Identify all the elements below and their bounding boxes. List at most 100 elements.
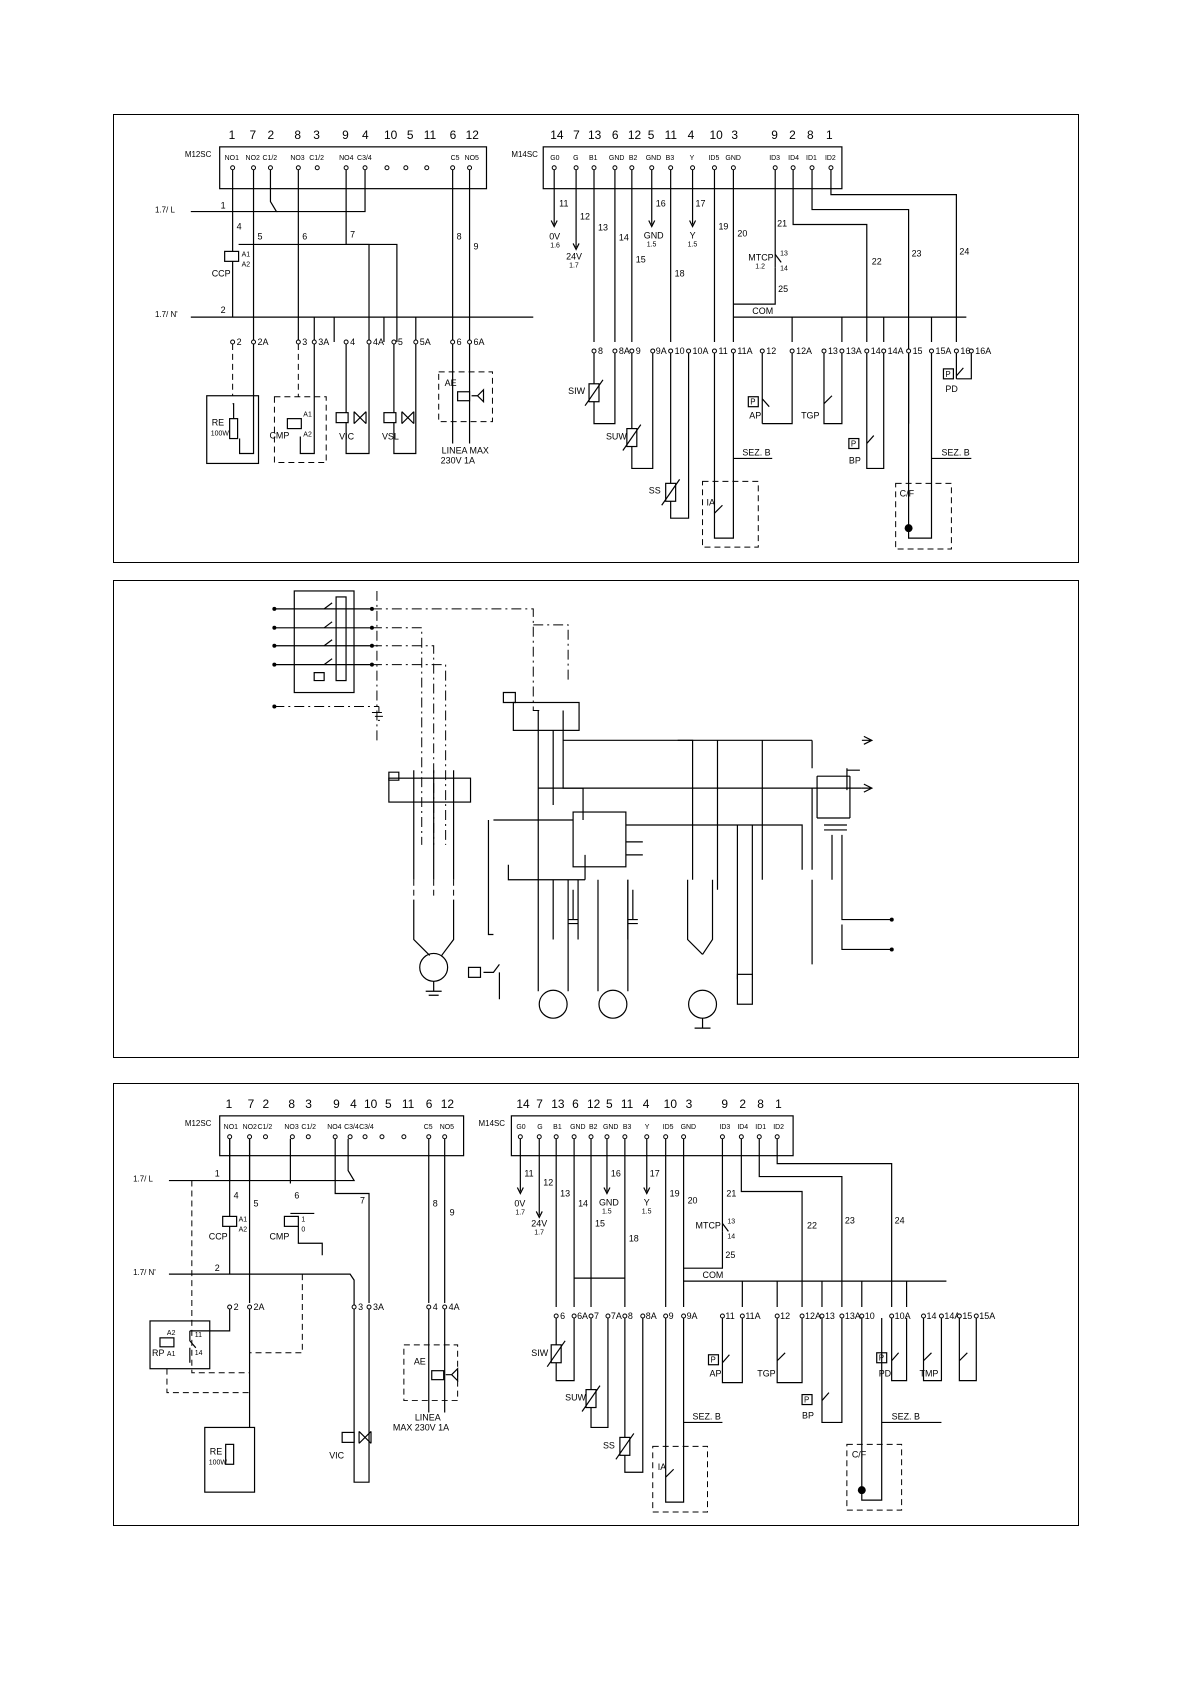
pin: NO2 (243, 1124, 257, 1131)
m14sc-num: 9 (721, 1097, 728, 1111)
term: 7A (611, 1311, 622, 1321)
re-b-label: RE (210, 1446, 222, 1456)
m14sc-num: 6 (612, 128, 619, 142)
term: 3 (302, 337, 307, 347)
sig-b-24v-ref: 1.7 (534, 1229, 544, 1236)
m12sc-num: 4 (362, 128, 369, 142)
m12sc-num: 8 (288, 1097, 295, 1111)
wire-label: 15 (636, 254, 646, 264)
re-b-heater-box (204, 1426, 256, 1493)
fan-controller (572, 811, 627, 868)
pin: Y (690, 155, 695, 162)
vic-b-coil (341, 1431, 355, 1443)
vsl-valve-icon (401, 411, 415, 425)
m12sc-num: 4 (350, 1097, 357, 1111)
wire-label: 18 (675, 268, 685, 278)
pin: ID3 (769, 155, 780, 162)
pin: B3 (623, 1124, 632, 1131)
wire-label: 13 (560, 1188, 570, 1198)
term: 13 (825, 1311, 835, 1321)
pin: G (537, 1124, 542, 1131)
m14sc-num: 2 (739, 1097, 746, 1111)
wire-label: 24 (895, 1215, 905, 1225)
tgp-b-label: TGP (757, 1369, 775, 1379)
pin: NO5 (465, 155, 479, 162)
pin: C1/2 (262, 155, 277, 162)
m14sc-num: 4 (688, 128, 695, 142)
wire-label: 23 (845, 1215, 855, 1225)
tmp-b-label: TMP (920, 1369, 939, 1379)
heater-icon (736, 973, 753, 1005)
ae-b-box (403, 1344, 459, 1402)
cmp-coil (286, 418, 302, 430)
pin: Y (645, 1124, 650, 1131)
pin: G (573, 155, 578, 162)
term: 2A (258, 337, 269, 347)
light-b-icon (857, 1486, 866, 1495)
pin: GND (609, 155, 624, 162)
wire-label: 6 (294, 1190, 299, 1200)
m14sc-pin-names: G0 G B1 GND B2 GND B3 Y ID5 GND ID3 ID4 … (550, 155, 836, 162)
ae-b-coil (431, 1370, 445, 1381)
ia-box (702, 480, 759, 548)
term: 16 (960, 346, 970, 356)
pin: ID1 (755, 1124, 766, 1131)
pin: C5 (424, 1124, 433, 1131)
sig-y: Y (690, 230, 696, 240)
m12sc-num: 2 (267, 128, 274, 142)
wire-label: 14 (578, 1198, 588, 1208)
suw-b-label: SUW (565, 1393, 586, 1403)
cmp-b-label: CMP (269, 1231, 289, 1241)
sig-0v: 0V (549, 231, 560, 241)
m14sc-b-module (510, 1115, 794, 1157)
term: 3 (358, 1302, 363, 1312)
m14sc-num: 14 (550, 128, 564, 142)
wire-label: 13 (598, 222, 608, 232)
sezb-label-2: SEZ. B (941, 447, 969, 457)
term: 10A (693, 346, 709, 356)
rp-label: RP (152, 1348, 164, 1358)
compressor-motor-icon (419, 952, 449, 982)
cmp-box (273, 396, 327, 463)
m14sc-num: 1 (826, 128, 833, 142)
term: 10 (675, 346, 685, 356)
wire-label: 4 (234, 1190, 239, 1200)
vsl-label: VSL (382, 432, 399, 442)
pin: ID4 (737, 1124, 748, 1131)
m12sc-num: 9 (333, 1097, 340, 1111)
m12sc-num: 5 (407, 128, 414, 142)
wire-label: 21 (777, 219, 787, 229)
term: 10A (895, 1311, 911, 1321)
pin: ID4 (788, 155, 799, 162)
terminals-b-left: 2 2A 3 3A 4 4A (227, 1302, 460, 1312)
line-l-label: 1.7/ L (155, 206, 175, 215)
term: 11 (725, 1311, 734, 1321)
line-n-b-label: 1.7/ N' (133, 1268, 156, 1277)
wire-label: 7 (350, 229, 355, 239)
sezb-label: SEZ. B (742, 447, 770, 457)
m14sc-terminal-numbers: 14 7 13 6 12 5 11 4 10 3 9 2 8 1 (550, 128, 833, 142)
sezb-b-label: SEZ. B (693, 1411, 721, 1421)
re-heater (229, 418, 239, 440)
term: 13 (828, 346, 838, 356)
pin: ID2 (773, 1124, 784, 1131)
m12sc-num: 7 (250, 128, 257, 142)
term: 15 (962, 1311, 972, 1321)
vic-b-valve-icon (358, 1431, 372, 1444)
m12sc-terminal-numbers: 1 7 2 8 3 9 4 10 5 11 6 12 (229, 128, 480, 142)
control-wiring-diagram-a: 1 7 2 8 3 9 4 10 5 11 6 12 M12SC NO1 NO2… (113, 114, 1079, 563)
pin: NO3 (290, 155, 304, 162)
m12sc-num: 3 (313, 128, 320, 142)
pd-p: P (945, 370, 950, 379)
term: 4 (433, 1302, 438, 1312)
term: 12 (780, 1311, 790, 1321)
term: 14A (888, 346, 904, 356)
term: 8A (619, 346, 630, 356)
m12sc-b-label: M12SC (185, 1119, 212, 1128)
wire-label: 25 (778, 284, 788, 294)
term: 4A (449, 1302, 460, 1312)
wire-label: 12 (543, 1178, 553, 1188)
m14sc-num: 10 (664, 1097, 678, 1111)
wire-label: 7 (360, 1195, 365, 1205)
vic-valve-icon (353, 411, 367, 425)
